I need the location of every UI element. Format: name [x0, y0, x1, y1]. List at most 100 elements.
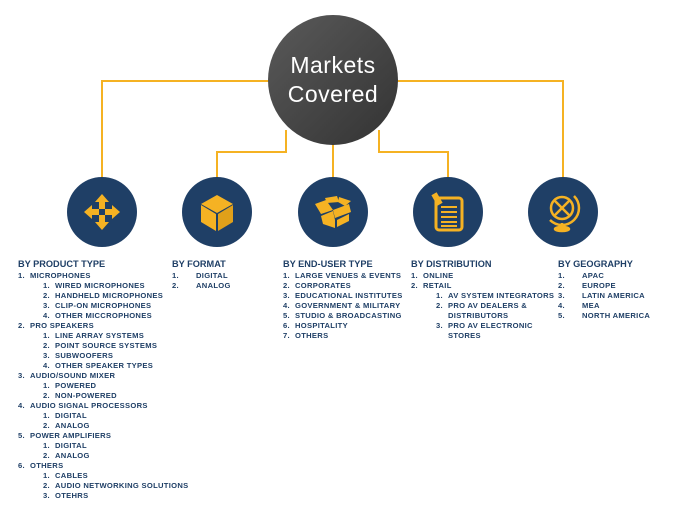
open-box-icon: [315, 196, 351, 228]
sub-item-label: PRO AV DEALERS &: [448, 301, 528, 310]
sub-item-continued: DISTRIBUTORS: [411, 311, 554, 321]
sub-item: 4.OTHER MICCROPHONES: [18, 311, 189, 321]
sub-item: 2.NON-POWERED: [18, 391, 189, 401]
list-item: 1.MICROPHONES: [18, 271, 189, 281]
connector-geography: [396, 80, 564, 180]
sub-item: 3. OTEHRS: [18, 491, 189, 501]
list-item: 4.MEA: [558, 301, 650, 311]
item-number: 5.: [18, 431, 25, 440]
item-label: APAC: [582, 271, 605, 280]
hub-title-line2: Covered: [287, 81, 379, 107]
item-label: NORTH AMERICA: [582, 311, 651, 320]
move-arrows-icon: [84, 194, 120, 230]
connector-format: [216, 130, 287, 180]
item-number: 6.: [18, 461, 25, 470]
format-node: [182, 177, 252, 247]
sub-item-label: AV SYSTEM INTEGRATORS: [448, 291, 555, 300]
item-label: AUDIO/SOUND MIXER: [30, 371, 116, 380]
sub-item-number: 3.: [43, 351, 50, 360]
list-item: 4. AUDIO SIGNAL PROCESSORS: [18, 401, 189, 411]
sub-item-number: 2.: [43, 341, 50, 350]
item-label: AUDIO SIGNAL PROCESSORS: [30, 401, 148, 410]
end-user-node: [298, 177, 368, 247]
item-label: PRO SPEAKERS: [30, 321, 94, 330]
sub-item: 1.POWERED: [18, 381, 189, 391]
list-item: 6. OTHERS: [18, 461, 189, 471]
sub-item-label: AUDIO NETWORKING SOLUTIONS: [55, 481, 189, 490]
item-number: 2.: [283, 281, 290, 290]
sub-item: 1.AV SYSTEM INTEGRATORS: [411, 291, 554, 301]
item-number: 4.: [18, 401, 25, 410]
sub-item: 2. PRO AV DEALERS &: [411, 301, 554, 311]
item-number: 2.: [558, 281, 565, 290]
list-item: 3.AUDIO/SOUND MIXER: [18, 371, 189, 381]
sub-item-label-continued: DISTRIBUTORS: [448, 311, 509, 320]
item-number: 3.: [283, 291, 290, 300]
item-number: 5.: [558, 311, 565, 320]
item-number: 6.: [283, 321, 290, 330]
item-number: 1.: [558, 271, 565, 280]
list-item: 3.LATIN AMERICA: [558, 291, 650, 301]
item-label: ONLINE: [423, 271, 454, 280]
item-label: MEA: [582, 301, 600, 310]
item-number: 1.: [411, 271, 418, 280]
list-item: 7. OTHERS: [283, 331, 403, 341]
sub-item-number: 3.: [43, 491, 50, 500]
sub-item-continued: STORES: [411, 331, 554, 341]
sub-item-number: 1.: [43, 441, 50, 450]
sub-item-label: OTHER SPEAKER TYPES: [55, 361, 154, 370]
segment-title: BY FORMAT: [172, 259, 226, 269]
item-label: EDUCATIONAL INSTITUTES: [295, 291, 403, 300]
connector-product-type: [101, 80, 270, 180]
sub-item-label: ANALOG: [55, 421, 90, 430]
item-number: 2.: [172, 281, 179, 290]
item-label: POWER AMPLIFIERS: [30, 431, 112, 440]
list-item: 2.PRO SPEAKERS: [18, 321, 189, 331]
item-label: ANALOG: [196, 281, 231, 290]
sub-item-number: 2.: [436, 301, 443, 310]
item-number: 3.: [558, 291, 565, 300]
sub-item-number: 1.: [43, 471, 50, 480]
markets-covered-hub: Markets Covered: [268, 15, 398, 145]
globe-icon: [549, 195, 581, 233]
list-item: 5. STUDIO & BROADCASTING: [283, 311, 403, 321]
list-item: 6.HOSPITALITY: [283, 321, 403, 331]
sub-item-label: POINT SOURCE SYSTEMS: [55, 341, 158, 350]
sub-item-number: 3.: [43, 301, 50, 310]
segment-title: BY PRODUCT TYPE: [18, 259, 106, 269]
item-number: 5.: [283, 311, 290, 320]
sub-item-label: CABLES: [55, 471, 89, 480]
sub-item: 1.DIGITAL: [18, 411, 189, 421]
item-label: OTHERS: [30, 461, 64, 470]
sub-item-label: OTEHRS: [55, 491, 89, 500]
item-label: OTHERS: [295, 331, 329, 340]
sub-item: 4.OTHER SPEAKER TYPES: [18, 361, 189, 371]
list-item: 2. ANALOG: [172, 281, 231, 291]
sub-item-label: CLIP-ON MICROPHONES: [55, 301, 152, 310]
item-label: EUROPE: [582, 281, 616, 290]
list-item: 1.LARGE VENUES & EVENTS: [283, 271, 403, 281]
item-label: STUDIO & BROADCASTING: [295, 311, 402, 320]
sub-item: 2.AUDIO NETWORKING SOLUTIONS: [18, 481, 189, 491]
product-type-node: [67, 177, 137, 247]
sub-item-number: 2.: [43, 451, 50, 460]
sub-item-number: 1.: [43, 381, 50, 390]
segment-title: BY DISTRIBUTION: [411, 259, 492, 269]
sub-item-label: LINE ARRAY SYSTEMS: [55, 331, 145, 340]
list-item: 1. APAC: [558, 271, 650, 281]
sub-item-number: 1.: [43, 331, 50, 340]
item-number: 2.: [411, 281, 418, 290]
list-item: 5. NORTH AMERICA: [558, 311, 650, 321]
item-number: 7.: [283, 331, 290, 340]
sub-item: 3. CLIP-ON MICROPHONES: [18, 301, 189, 311]
segment-title: BY END-USER TYPE: [283, 259, 373, 269]
sub-item: 2.ANALOG: [18, 451, 189, 461]
sub-item-number: 1.: [43, 411, 50, 420]
item-label: GOVERNMENT & MILITARY: [295, 301, 401, 310]
sub-item-label: OTHER MICCROPHONES: [55, 311, 152, 320]
sub-item-number: 2.: [43, 291, 50, 300]
